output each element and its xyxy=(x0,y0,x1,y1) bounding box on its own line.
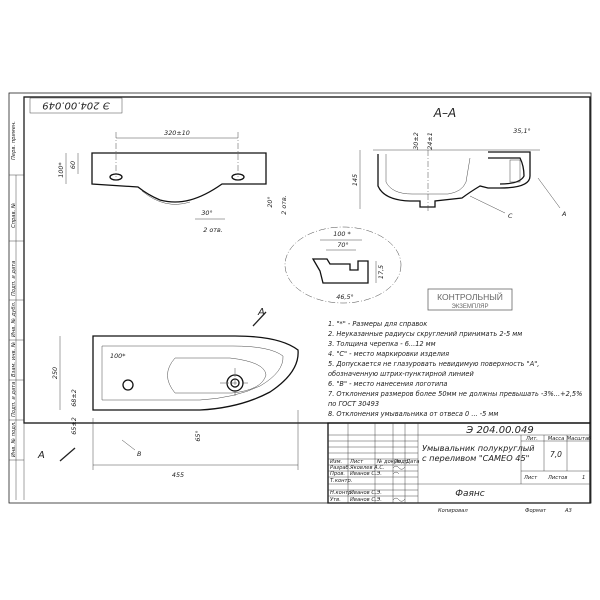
col-scale: Масштаб xyxy=(567,436,592,442)
header-cell: Подп. xyxy=(394,459,410,465)
dim-plan-100: 100* xyxy=(110,352,125,360)
note-line: 1. "*" - Размеры для справок xyxy=(328,320,427,328)
side-strip-label: Взам. инв. № xyxy=(11,342,17,377)
title-block: Э 204.00.049 Умывальник полукруглый с пе… xyxy=(327,422,592,504)
row-role: Утв. xyxy=(330,497,341,503)
dim-plan-68: 68±2 xyxy=(70,389,78,407)
sheet-label: Лист xyxy=(523,475,538,481)
note-line: обозначенную штрих-пунктирной линией xyxy=(328,370,474,378)
sheet-outer-frame xyxy=(8,92,592,504)
dim-top-small: 20° xyxy=(266,196,274,207)
dim-top-count-right: 2 отв. xyxy=(280,195,288,215)
format-value: А3 xyxy=(564,508,572,514)
detail-view: 100 * 70° 17,5 46,5° xyxy=(284,226,402,304)
dim-detail-angle: 46,5° xyxy=(336,293,353,301)
dim-detail-inner: 70° xyxy=(337,241,348,249)
copied-label: Копировал xyxy=(438,508,468,514)
dim-top-inner: 60 xyxy=(69,161,77,169)
side-strip-label: Перв. примен. xyxy=(11,121,17,160)
signature-mark xyxy=(392,471,400,475)
stamp-line-2: ЭКЗЕМПЛЯР xyxy=(452,304,489,310)
notes: 1. "*" - Размеры для справок 2. Неуказан… xyxy=(328,320,582,418)
dim-top-count-left: 2 отв. xyxy=(203,226,223,234)
note-line: 7. Отклонения размеров более 50мм не дол… xyxy=(328,390,582,398)
note-line: 6. "В" - место нанесения логотипа xyxy=(328,380,447,388)
label-a: А xyxy=(561,210,566,218)
header-cell: Лист xyxy=(349,459,364,465)
label-b: В xyxy=(137,450,141,458)
header-cell: Изм. xyxy=(330,459,342,465)
row-name: Яковлев А.С. xyxy=(349,465,385,471)
side-strip-label: Справ. № xyxy=(11,203,17,228)
dim-section-top: 30±2 xyxy=(412,132,420,150)
dim-plan-65-angle: 65° xyxy=(194,430,202,441)
note-line: 8. Отклонения умывальника от отвеса 0 ..… xyxy=(328,410,498,418)
dim-top-angle: 30° xyxy=(201,209,212,217)
dim-detail-width: 100 * xyxy=(333,230,350,238)
dim-plan-250: 250 xyxy=(51,367,59,379)
note-line: 5. Допускается не глазуровать невидимую … xyxy=(328,360,539,368)
row-role: Разраб. xyxy=(330,465,350,471)
rotated-drawing-number: Э 204.00.049 xyxy=(42,100,110,111)
row-role: Пров. xyxy=(330,471,345,477)
title-material: Фаянс xyxy=(455,489,485,499)
dim-section-angle: 35,1° xyxy=(513,127,530,135)
control-stamp: КОНТРОЛЬНЫЙ ЭКЗЕМПЛЯР xyxy=(427,288,513,311)
header-cell: № докум. xyxy=(376,459,403,465)
section-marker-left: А xyxy=(37,450,45,461)
header-cell: Дата xyxy=(405,459,419,465)
plan-view: А А 100* 250 68±2 65±2 65° В 455 xyxy=(37,307,299,479)
sheets-label: Листов xyxy=(547,475,567,481)
section-view: А–А 30±2 24±1 35,1° 145 С А xyxy=(351,106,566,220)
dim-top-width: 320±10 xyxy=(164,129,190,137)
note-line: по ГОСТ 30493 xyxy=(328,400,379,408)
title-line-1: Умывальник полукруглый xyxy=(422,443,535,453)
note-line: 4. "С" - место маркировки изделия xyxy=(328,350,449,358)
dim-plan-65-side: 65±2 xyxy=(70,417,78,435)
dim-detail-height: 17,5 xyxy=(377,265,385,279)
row-name: Иванов С.Э. xyxy=(350,497,382,503)
col-mass: Масса xyxy=(548,436,565,442)
signature-mark xyxy=(392,497,406,502)
side-strip-label: Подп. и дата xyxy=(11,261,17,296)
dim-section-height: 145 xyxy=(351,174,359,186)
stamp-line-1: КОНТРОЛЬНЫЙ xyxy=(437,291,503,302)
col-lit: Лит. xyxy=(525,436,538,442)
label-c: С xyxy=(508,212,513,220)
title-line-2: с переливом "САМЕО 45" xyxy=(422,453,529,463)
dim-section-depth: 24±1 xyxy=(426,132,434,150)
title-drawing-number: Э 204.00.049 xyxy=(465,425,533,436)
side-strip-label: Подп. и дата xyxy=(11,382,17,417)
row-role: Н.контр. xyxy=(330,490,353,496)
note-line: 3. Толщина черепка - 6...12 мм xyxy=(328,340,436,348)
dim-plan-455: 455 xyxy=(172,471,184,479)
section-marker-right: А xyxy=(257,307,265,318)
dim-top-height: 100* xyxy=(57,162,65,177)
row-role: Т.контр. xyxy=(330,478,352,484)
sheet-inner-frame xyxy=(23,96,591,424)
side-strip-label: Инв. № дубл. xyxy=(11,302,17,338)
note-line: 2. Неуказанные радиусы скруглений приним… xyxy=(328,330,522,338)
mass-value: 7,0 xyxy=(550,450,562,459)
row-name: Иванов С.Э. xyxy=(350,471,382,477)
side-strip-label: Инв. № подл. xyxy=(11,421,17,457)
section-title: А–А xyxy=(433,106,456,120)
sheets-value: 1 xyxy=(582,475,585,481)
rotated-number-box: Э 204.00.049 xyxy=(29,97,123,114)
top-elevation-view: 320±10 100* 60 30° 2 отв. 20° 2 отв. xyxy=(57,129,288,234)
format-label: Формат xyxy=(525,508,547,514)
row-name: Иванов С.Э. xyxy=(350,490,382,496)
signature-mark xyxy=(392,465,406,470)
side-strip: Перв. примен. Справ. № Подп. и дата Инв.… xyxy=(9,97,25,500)
